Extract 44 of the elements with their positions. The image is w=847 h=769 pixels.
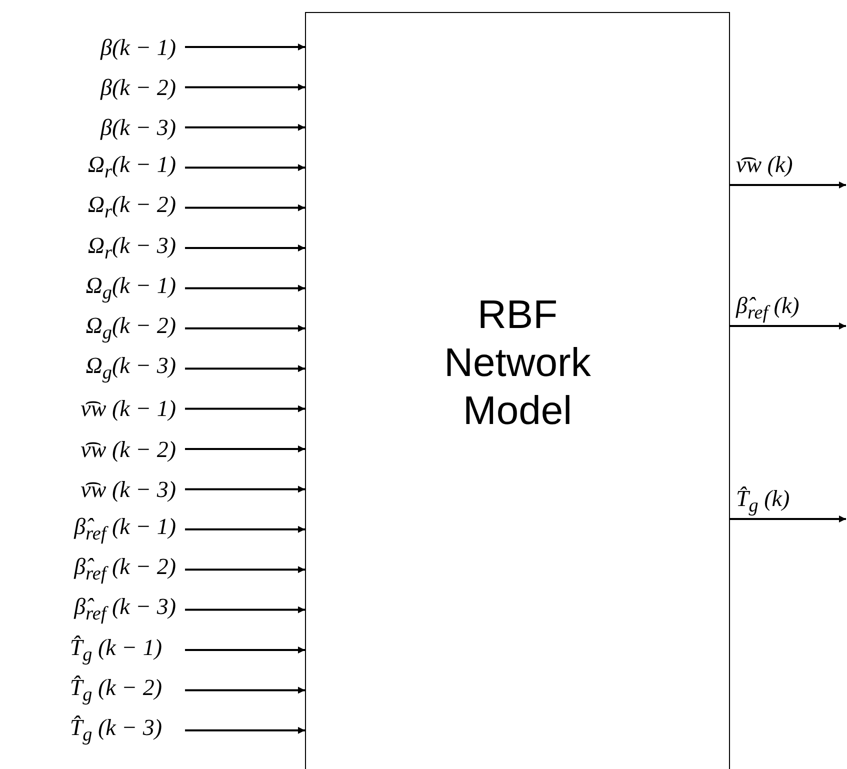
input-label: v͡w (k − 1) xyxy=(6,394,176,423)
arrow xyxy=(185,324,305,332)
arrow xyxy=(185,726,305,734)
arrow xyxy=(185,204,305,212)
arrow xyxy=(730,182,846,188)
input-label: T̂$_{g}$ (k − 1) xyxy=(0,636,162,664)
model-title: RBF Network Model xyxy=(443,292,592,435)
arrow xyxy=(185,606,305,614)
arrow xyxy=(185,526,305,533)
arrow xyxy=(185,365,305,372)
input-label: β̂$_{ref}$ (k − 1) xyxy=(6,515,176,544)
input-label: Ω$_{r}$(k − 1) xyxy=(6,154,176,182)
arrow xyxy=(185,44,305,50)
arrow xyxy=(185,486,305,493)
input-label: β̂$_{ref}$ (k − 2) xyxy=(6,556,176,584)
input-label: β(k − 1) xyxy=(6,33,176,61)
input-label: Ω$_{g}$(k − 1) xyxy=(6,274,176,302)
input-label: β(k − 3) xyxy=(6,113,176,142)
arrow xyxy=(185,446,305,452)
arrow xyxy=(185,405,305,412)
input-label: T̂$_{g}$ (k − 3) xyxy=(0,716,162,744)
model-box xyxy=(305,12,730,769)
edge-label: T̂$_{g}$ (k) xyxy=(736,487,790,516)
arrow xyxy=(185,646,305,654)
arrow xyxy=(185,566,305,574)
arrow xyxy=(185,84,305,91)
arrow xyxy=(185,164,305,172)
input-label: Ω$_{g}$(k − 3) xyxy=(6,354,176,383)
input-label: T̂$_{g}$ (k − 2) xyxy=(0,676,162,704)
arrow xyxy=(185,244,305,252)
arrow xyxy=(730,516,846,522)
arrow xyxy=(185,686,305,694)
input-label: Ω$_{r}$(k − 3) xyxy=(6,234,176,262)
input-label: Ω$_{g}$(k − 2) xyxy=(6,314,176,342)
input-label: β̂$_{ref}$ (k − 3) xyxy=(6,596,176,624)
edge-label: β̂$_{ref}$ (k) xyxy=(736,294,800,323)
arrow xyxy=(185,124,305,131)
arrow xyxy=(730,322,846,330)
input-label: v͡w (k − 2) xyxy=(6,435,176,463)
edge-label: v͡w (k) xyxy=(736,153,793,176)
input-label: β(k − 2) xyxy=(6,73,176,102)
arrow xyxy=(185,284,305,292)
input-label: v͡w (k − 3) xyxy=(6,475,176,504)
input-label: Ω$_{r}$(k − 2) xyxy=(6,194,176,222)
